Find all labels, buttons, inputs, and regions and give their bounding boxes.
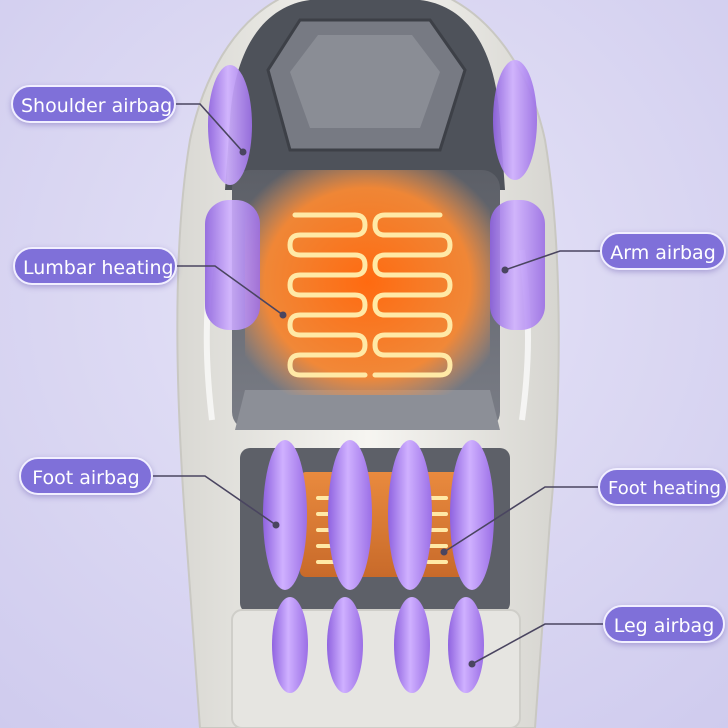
seat-cushion	[235, 390, 500, 430]
foot-airbag-label: Foot airbag	[19, 457, 153, 495]
headrest	[225, 0, 505, 190]
lumbar-heating-pad	[245, 170, 490, 395]
lumbar-heating-label: Lumbar heating	[13, 247, 177, 285]
shoulder-airbag-label: Shoulder airbag	[11, 85, 176, 123]
arm-airbag-label: Arm airbag	[600, 232, 726, 270]
leg-airbag-label: Leg airbag	[603, 605, 725, 643]
foot-heating-label: Foot heating	[598, 468, 728, 506]
foot-heating-pad	[300, 472, 465, 577]
